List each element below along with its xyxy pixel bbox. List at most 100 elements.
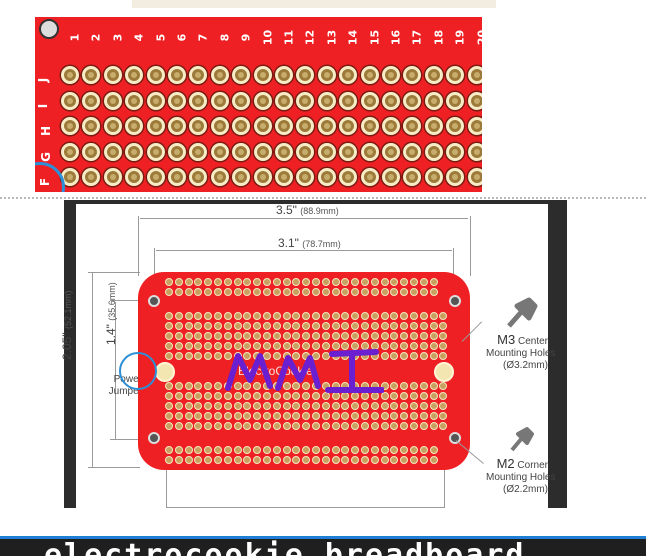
solder-hole bbox=[184, 288, 193, 296]
solder-hole bbox=[360, 66, 379, 84]
solder-hole bbox=[351, 342, 360, 350]
solder-hole bbox=[390, 422, 399, 430]
column-number: 15 bbox=[368, 29, 382, 46]
solder-hole bbox=[165, 322, 173, 330]
solder-hole bbox=[194, 402, 203, 410]
solder-hole bbox=[165, 312, 173, 320]
m2-label: M2 Corner Mounting Holes (Ø2.2mm) bbox=[486, 456, 556, 495]
solder-hole bbox=[382, 168, 400, 186]
outer-width-dimension: 3.5" (88.9mm) bbox=[276, 203, 339, 217]
solder-hole bbox=[446, 117, 465, 135]
solder-hole bbox=[341, 446, 350, 454]
solder-hole bbox=[204, 332, 213, 340]
solder-hole bbox=[321, 402, 330, 410]
solder-hole bbox=[223, 412, 232, 420]
solder-hole bbox=[380, 312, 389, 320]
solder-hole bbox=[312, 392, 320, 400]
solder-hole bbox=[370, 456, 379, 464]
solder-hole bbox=[253, 142, 272, 161]
solder-hole bbox=[223, 352, 232, 360]
solder-hole bbox=[272, 312, 281, 320]
solder-hole bbox=[223, 392, 232, 400]
solder-hole bbox=[296, 117, 315, 135]
solder-hole bbox=[439, 342, 448, 350]
solder-hole bbox=[312, 332, 320, 340]
solder-hole bbox=[403, 66, 422, 84]
solder-hole bbox=[263, 332, 271, 340]
solder-hole bbox=[390, 288, 399, 296]
solder-hole bbox=[380, 322, 389, 330]
outer-height-dimension-label: 2.05" (52.1mm) bbox=[60, 290, 74, 360]
solder-hole bbox=[184, 352, 193, 360]
solder-hole bbox=[263, 288, 271, 296]
solder-hole bbox=[446, 168, 465, 186]
solder-hole bbox=[360, 168, 379, 186]
solder-hole bbox=[312, 342, 320, 350]
solder-hole bbox=[380, 422, 389, 430]
solder-hole bbox=[312, 352, 320, 360]
top-image-strip bbox=[132, 0, 496, 8]
solder-hole bbox=[184, 278, 193, 286]
column-number: 4 bbox=[132, 33, 146, 42]
solder-hole bbox=[370, 288, 379, 296]
solder-hole bbox=[380, 402, 389, 410]
solder-hole bbox=[263, 412, 271, 420]
solder-hole bbox=[429, 342, 438, 350]
solder-hole bbox=[194, 382, 203, 390]
solder-hole bbox=[214, 352, 222, 360]
solder-hole bbox=[403, 117, 422, 135]
solder-hole bbox=[125, 142, 144, 161]
solder-hole bbox=[331, 332, 340, 340]
column-number: 9 bbox=[239, 33, 253, 42]
solder-hole bbox=[253, 382, 262, 390]
solder-hole bbox=[410, 392, 418, 400]
solder-hole bbox=[233, 332, 242, 340]
solder-hole bbox=[331, 422, 340, 430]
solder-hole bbox=[194, 312, 203, 320]
solder-hole bbox=[331, 312, 340, 320]
solder-hole bbox=[82, 91, 101, 110]
solder-hole bbox=[253, 91, 272, 110]
solder-hole bbox=[296, 168, 315, 186]
solder-hole bbox=[223, 278, 232, 286]
solder-hole bbox=[214, 288, 222, 296]
solder-hole bbox=[282, 402, 291, 410]
solder-hole bbox=[184, 422, 193, 430]
solder-hole bbox=[400, 352, 409, 360]
solder-hole bbox=[223, 402, 232, 410]
solder-hole bbox=[410, 446, 418, 454]
solder-hole bbox=[302, 342, 311, 350]
solder-hole bbox=[253, 456, 262, 464]
solder-hole bbox=[439, 382, 448, 390]
solder-hole bbox=[282, 332, 291, 340]
solder-hole bbox=[429, 382, 438, 390]
solder-hole bbox=[400, 332, 409, 340]
solder-hole bbox=[146, 142, 165, 161]
solder-hole bbox=[103, 168, 122, 186]
solder-hole bbox=[419, 312, 428, 320]
solder-hole bbox=[339, 91, 358, 110]
solder-hole bbox=[429, 288, 438, 296]
solder-hole bbox=[61, 142, 79, 161]
solder-hole bbox=[282, 288, 291, 296]
solder-hole bbox=[351, 332, 360, 340]
solder-hole bbox=[194, 288, 203, 296]
solder-hole bbox=[429, 412, 438, 420]
solder-hole bbox=[321, 392, 330, 400]
solder-hole bbox=[341, 456, 350, 464]
solder-hole bbox=[82, 142, 101, 161]
solder-hole bbox=[282, 382, 291, 390]
solder-hole bbox=[253, 422, 262, 430]
solder-hole bbox=[380, 392, 389, 400]
solder-hole bbox=[272, 342, 281, 350]
solder-hole bbox=[400, 382, 409, 390]
solder-hole bbox=[419, 456, 428, 464]
solder-hole bbox=[467, 142, 482, 161]
solder-hole bbox=[174, 288, 183, 296]
solder-hole bbox=[194, 446, 203, 454]
solder-hole bbox=[272, 392, 281, 400]
column-number: 16 bbox=[389, 29, 403, 46]
solder-hole bbox=[312, 312, 320, 320]
solder-hole bbox=[204, 278, 213, 286]
solder-hole bbox=[370, 332, 379, 340]
